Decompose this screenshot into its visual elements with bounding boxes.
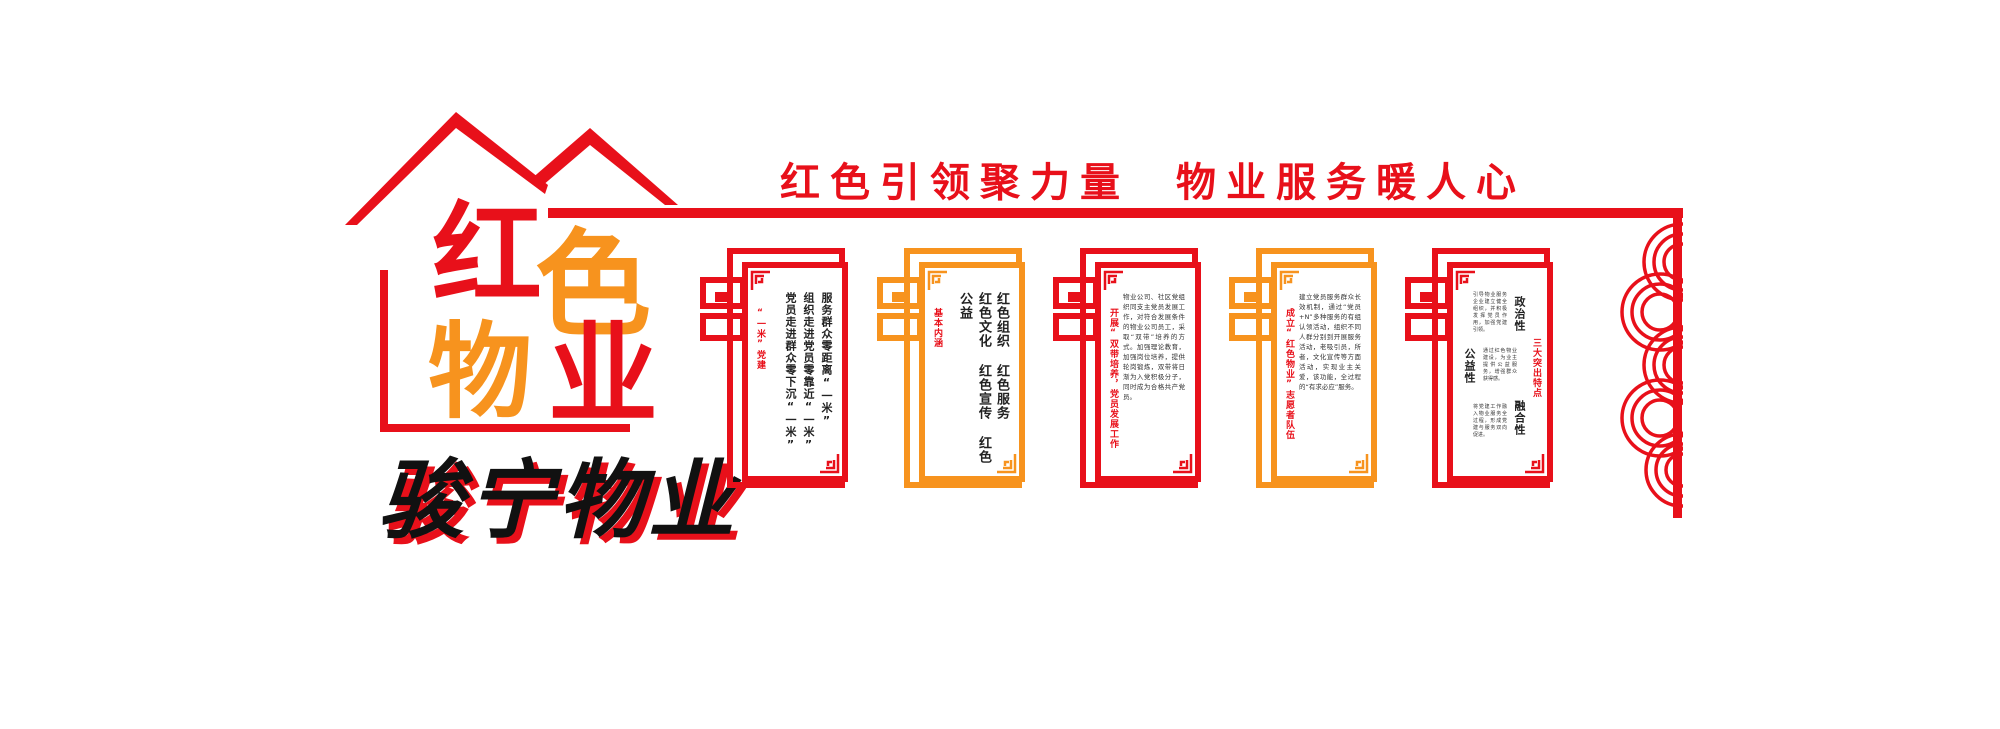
corner-ornament <box>1279 270 1369 474</box>
panel-content: “一米”党建 服务群众零距离“一米” 组织走进党员零靠近“一米” 党员走进群众零下沉“… <box>742 262 848 482</box>
panel-text: 通过红色物业建设，为业主提供公益服务，增强群众获得感。 <box>1483 348 1517 382</box>
left-base <box>380 424 630 432</box>
roof-peak-left <box>345 112 548 225</box>
panel-2: 基本内涵 红色组织 红色服务红色文化 红色宣传 红色公益 <box>872 240 1042 502</box>
panel-content: 三大突出特点政治性公益性融合性 引导物业服务企业建立健全组织，并积极发挥党员作用，… <box>1447 262 1553 482</box>
corner-ornament <box>1103 270 1193 474</box>
panel-line: 党员走进群众零下沉“一米” <box>784 292 797 452</box>
right-post <box>1673 208 1682 518</box>
corner-ornament <box>1455 270 1545 474</box>
panel-line: 服务群众零距离“一米” <box>820 292 833 428</box>
panel-body: 建立党员服务群众长效机制，通过“党员+N”多种服务的有组认领活动，组织不同人群分… <box>1299 293 1361 391</box>
slogan-part2: 物业服务暖人心 <box>1176 160 1526 206</box>
panel-head: 融合性 <box>1513 400 1526 436</box>
left-post <box>380 270 388 430</box>
panel-line: 红色文化 红色宣传 红色公益 <box>957 292 991 464</box>
panel-content: 开展“双带培养，党员发展工作物业公司、社区党组织同支主党员发展工作，对符合发展条… <box>1095 262 1201 482</box>
roof-peak-right <box>530 128 678 205</box>
logo-char-wu: 物 <box>428 311 533 433</box>
panel-tag: 三大突出特点 <box>1531 338 1541 398</box>
panel-5: 三大突出特点政治性公益性融合性 引导物业服务企业建立健全组织，并积极发挥党员作用，… <box>1400 240 1570 502</box>
logo-char-hong: 红 <box>432 191 542 319</box>
panel-3: 开展“双带培养，党员发展工作物业公司、社区党组织同支主党员发展工作，对符合发展条… <box>1048 240 1218 502</box>
panel-text: 将党建工作融入物业服务全过程，形成党建与服务双向促进。 <box>1473 404 1507 438</box>
panel-head: 政治性 <box>1513 296 1526 332</box>
panel-line: 红色组织 红色服务 <box>994 292 1009 420</box>
logo-char-ye: 业 <box>548 311 658 439</box>
slogan-part1: 红色引领聚力量 <box>780 160 1130 206</box>
panel-tag: 成立“红色物业”志愿者队伍 <box>1284 308 1294 440</box>
panel-tag: “一米”党建 <box>755 308 765 370</box>
panel-1: “一米”党建 服务群众零距离“一米” 组织走进党员零靠近“一米” 党员走进群众零下沉“… <box>695 240 865 502</box>
logo-char-se: 色 <box>535 218 651 353</box>
panel-content: 基本内涵 红色组织 红色服务红色文化 红色宣传 红色公益 <box>919 262 1025 482</box>
top-bar <box>548 208 1683 218</box>
panel-tag: 基本内涵 <box>932 308 942 348</box>
panel-head: 公益性 <box>1463 348 1476 384</box>
panel-text: 引导物业服务企业建立健全组织，并积极发挥党员作用，加强党建引领。 <box>1473 292 1507 333</box>
corner-ornament <box>927 270 1017 474</box>
panel-line: 组织走进党员零靠近“一米” <box>802 292 815 452</box>
brand-name: 骏宁物业 <box>378 450 738 551</box>
corner-ornament <box>750 270 840 474</box>
slogan: 红色引领聚力量物业服务暖人心 <box>780 150 1572 208</box>
panel-body: 物业公司、社区党组织同支主党员发展工作，对符合发展条件的物业公司员工，采取“双带… <box>1123 293 1185 401</box>
panel-4: 成立“红色物业”志愿者队伍建立党员服务群众长效机制，通过“党员+N”多种服务的有… <box>1224 240 1394 502</box>
panel-content: 成立“红色物业”志愿者队伍建立党员服务群众长效机制，通过“党员+N”多种服务的有… <box>1271 262 1377 482</box>
panel-tag: 开展“双带培养，党员发展工作 <box>1108 308 1118 449</box>
